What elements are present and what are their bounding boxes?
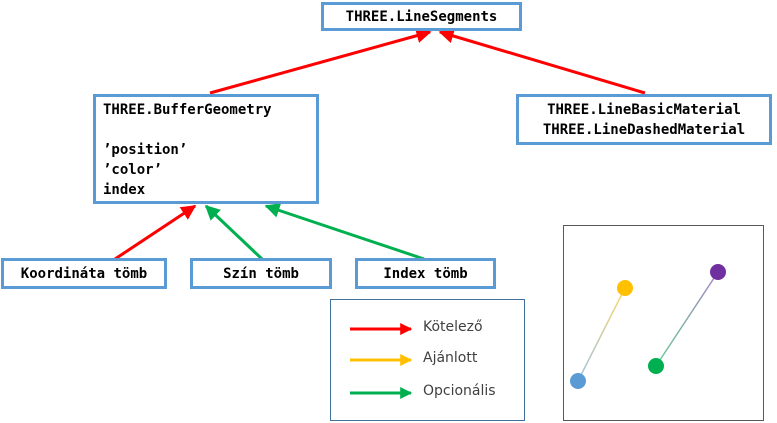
arrow-koordinata-to-geometry	[114, 204, 197, 261]
preview-point-green	[648, 358, 664, 374]
attribute-color: ’color’	[103, 162, 163, 178]
koordinata-label: Koordináta tömb	[20, 265, 148, 282]
line-preview	[570, 264, 726, 389]
line-preview-panel	[563, 225, 764, 421]
linesegments-node: THREE.LineSegments	[321, 2, 522, 31]
spacer: ​	[103, 120, 316, 140]
legend-label-recommended: Ajánlott	[423, 350, 478, 366]
arrow-index-to-geometry	[264, 203, 425, 261]
koordinata-node: Koordináta tömb	[1, 258, 167, 289]
preview-point-purple	[710, 264, 726, 280]
index-tomb-label: Index tömb	[383, 265, 468, 282]
buffergeometry-node: THREE.BufferGeometry ​ ’position’ ’color…	[93, 94, 319, 204]
preview-segment-2	[655, 271, 719, 367]
preview-point-yellow	[617, 280, 633, 296]
index-tomb-node: Index tömb	[355, 258, 496, 289]
arrow-szin-to-geometry	[204, 204, 264, 261]
preview-segment-1	[577, 287, 626, 382]
attribute-position: ’position’	[103, 142, 188, 158]
buffergeometry-title: THREE.BufferGeometry	[103, 102, 272, 118]
material-dashed: THREE.LineDashedMaterial	[542, 121, 746, 138]
szin-label: Szín tömb	[223, 265, 299, 282]
material-basic: THREE.LineBasicMaterial	[547, 101, 741, 118]
legend-arrows	[350, 323, 413, 399]
legend: Kötelező Ajánlott Opcionális	[330, 299, 525, 421]
linesegments-label: THREE.LineSegments	[345, 8, 498, 25]
preview-point-blue	[570, 373, 586, 389]
materials-node: THREE.LineBasicMaterial THREE.LineDashed…	[516, 94, 772, 145]
arrow-material-to-linesegments	[438, 28, 646, 95]
szin-node: Szín tömb	[190, 258, 332, 289]
legend-label-required: Kötelező	[423, 319, 483, 335]
attribute-index: index	[103, 182, 146, 198]
arrow-geometry-to-linesegments	[209, 28, 432, 95]
legend-label-optional: Opcionális	[423, 383, 496, 399]
